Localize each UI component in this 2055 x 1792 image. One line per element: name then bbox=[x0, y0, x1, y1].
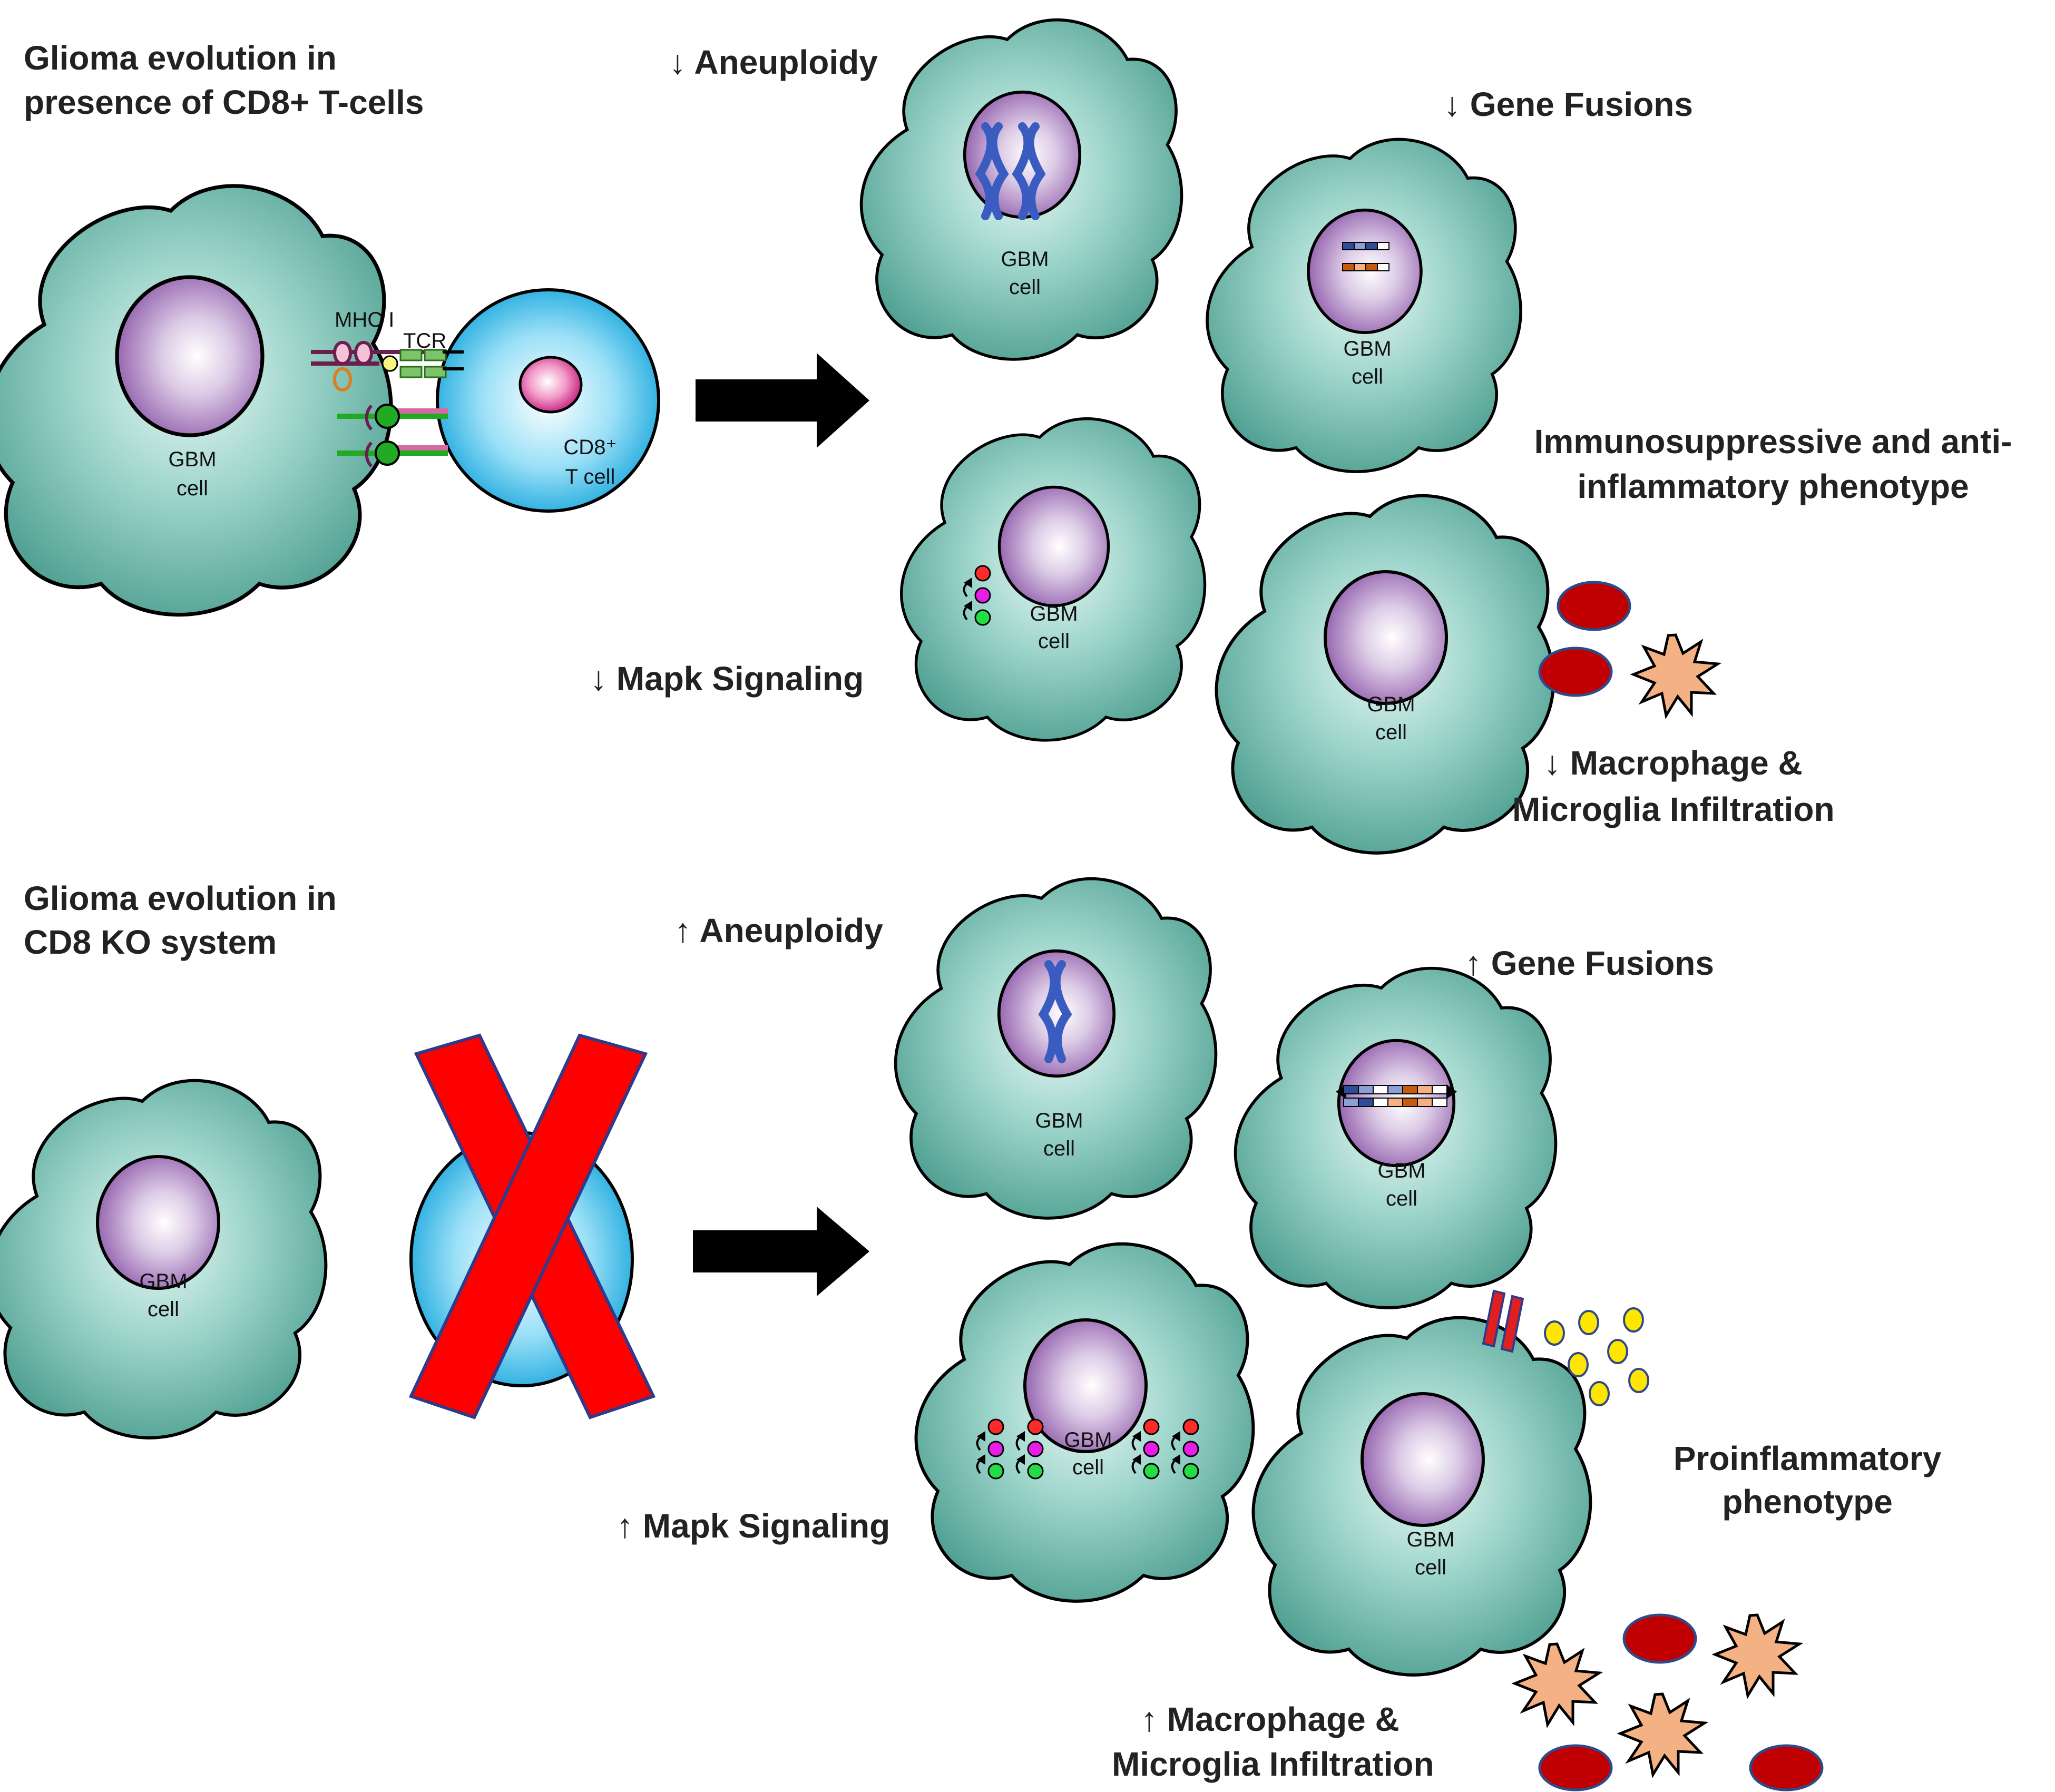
gbm-cell-label: GBM bbox=[1367, 693, 1415, 716]
bottom-title-line1: Glioma evolution in bbox=[24, 879, 337, 917]
arrow-right-icon bbox=[693, 1207, 869, 1296]
gbm-cell-label: GBM bbox=[1035, 1109, 1083, 1132]
gbm-cell-label: cell bbox=[1043, 1137, 1075, 1160]
bottom-phenotype-line2: phenotype bbox=[1722, 1483, 1893, 1521]
gbm-cell-mapk-top bbox=[902, 419, 1205, 740]
gene-fusion-icon bbox=[1342, 242, 1389, 271]
red-blood-cell-icon bbox=[1538, 647, 1613, 697]
red-blood-cell-icon bbox=[1622, 1613, 1697, 1664]
gbm-cell-label: GBM bbox=[1343, 337, 1391, 360]
top-phenotype-line1: Immunosuppressive and anti- bbox=[1534, 423, 2012, 461]
top-title-line1: Glioma evolution in bbox=[24, 39, 337, 77]
gbm-cell-label: cell bbox=[1072, 1456, 1104, 1479]
mhc-tcr-synapse bbox=[311, 340, 464, 468]
macrophage-icon bbox=[1620, 1694, 1705, 1775]
gbm-cell-label: cell bbox=[1375, 721, 1407, 744]
t-cell-label: CD8⁺ bbox=[563, 436, 616, 459]
macrophage-icon bbox=[1715, 1615, 1799, 1696]
gbm-cell-mapk-bottom bbox=[916, 1244, 1254, 1601]
red-cross-icon bbox=[408, 1033, 656, 1419]
gbm-cell-label: cell bbox=[1386, 1187, 1417, 1210]
gbm-cell-label: GBM bbox=[1030, 602, 1078, 625]
chromosome-pair-icon bbox=[975, 122, 1046, 220]
t-cell-label: T cell bbox=[565, 465, 615, 488]
mhc-label: MHC I bbox=[335, 308, 394, 331]
cytokine-icon bbox=[1544, 1307, 1649, 1406]
gbm-cell-label: GBM bbox=[1001, 248, 1049, 271]
receptor-icon bbox=[1482, 1289, 1524, 1353]
top-aneuploidy-label: ↓ Aneuploidy bbox=[669, 43, 878, 81]
gbm-cell-label: cell bbox=[1038, 630, 1070, 653]
gbm-cell-immune-bottom bbox=[1254, 1318, 1591, 1675]
gbm-cell-label: cell bbox=[148, 1298, 179, 1321]
gbm-cell-gene-fusion-top bbox=[1207, 140, 1521, 472]
gbm-cell-label: cell bbox=[1352, 365, 1383, 388]
gbm-cell-label: GBM bbox=[139, 1270, 187, 1293]
bottom-infiltration-line1: ↑ Macrophage & bbox=[1141, 1700, 1400, 1738]
red-blood-cell-icon bbox=[1749, 1744, 1824, 1791]
gbm-cell-label: GBM bbox=[1064, 1428, 1112, 1452]
macrophage-icon bbox=[1515, 1644, 1599, 1725]
bottom-infiltration-line2: Microglia Infiltration bbox=[1112, 1745, 1434, 1783]
top-title-line2: presence of CD8+ T-cells bbox=[24, 83, 424, 121]
gbm-cell-label: cell bbox=[177, 477, 208, 500]
bottom-title-line2: CD8 KO system bbox=[24, 923, 277, 961]
bottom-phenotype-line1: Proinflammatory bbox=[1674, 1440, 1942, 1477]
gbm-cell-label: cell bbox=[1415, 1556, 1446, 1579]
t-cell-nucleus bbox=[518, 356, 583, 414]
gbm-cell-immune-top bbox=[1217, 496, 1554, 853]
bottom-mapk-label: ↑ Mapk Signaling bbox=[616, 1507, 890, 1545]
gbm-cell-label: GBM bbox=[1377, 1159, 1425, 1182]
gbm-cell-bottom-left bbox=[0, 1081, 326, 1438]
macrophage-icon bbox=[1633, 635, 1718, 716]
tcr-label: TCR bbox=[403, 329, 446, 352]
red-blood-cell-icon bbox=[1538, 1744, 1613, 1791]
chromosome-icon bbox=[1038, 960, 1072, 1063]
gbm-cell-label: cell bbox=[1009, 276, 1041, 299]
top-gene-fusions-label: ↓ Gene Fusions bbox=[1444, 85, 1693, 123]
bottom-gene-fusions-label: ↑ Gene Fusions bbox=[1465, 944, 1714, 982]
arrow-right-icon bbox=[696, 353, 869, 448]
gbm-cell-label: GBM bbox=[168, 448, 216, 471]
top-phenotype-line2: inflammatory phenotype bbox=[1577, 467, 1969, 505]
gbm-cell-label: GBM bbox=[1406, 1528, 1454, 1551]
gene-fusion-icon bbox=[1236, 968, 1556, 1308]
top-mapk-label: ↓ Mapk Signaling bbox=[590, 660, 864, 698]
top-infiltration-line2: Microglia Infiltration bbox=[1512, 790, 1835, 828]
red-blood-cell-icon bbox=[1557, 581, 1631, 631]
bottom-aneuploidy-label: ↑ Aneuploidy bbox=[674, 912, 883, 949]
gbm-cell-top-left bbox=[0, 186, 391, 615]
top-infiltration-line1: ↓ Macrophage & bbox=[1544, 744, 1803, 782]
